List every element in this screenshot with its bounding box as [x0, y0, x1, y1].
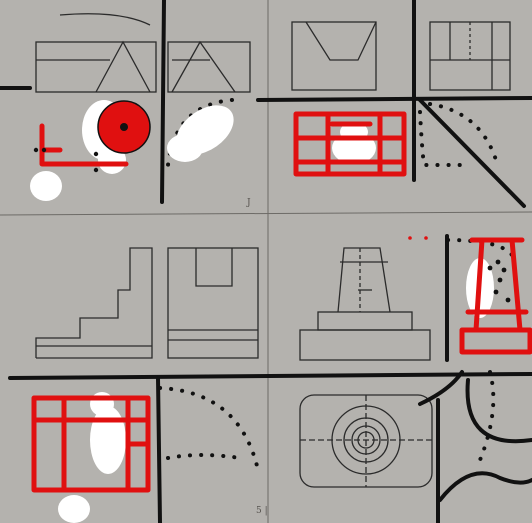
page-mark-bottom: 5 | — [256, 506, 268, 516]
panel-top-left-drawing — [35, 13, 251, 93]
red-circle-marker — [97, 100, 151, 154]
red-marker-sketches — [31, 111, 532, 493]
panel-bottom-left-drawing — [35, 247, 259, 359]
page-mark-top: J — [247, 198, 251, 208]
panel-top-right-drawing — [291, 21, 511, 91]
marker-dots — [33, 147, 511, 303]
panel-bottom-right-drawing — [299, 247, 433, 488]
